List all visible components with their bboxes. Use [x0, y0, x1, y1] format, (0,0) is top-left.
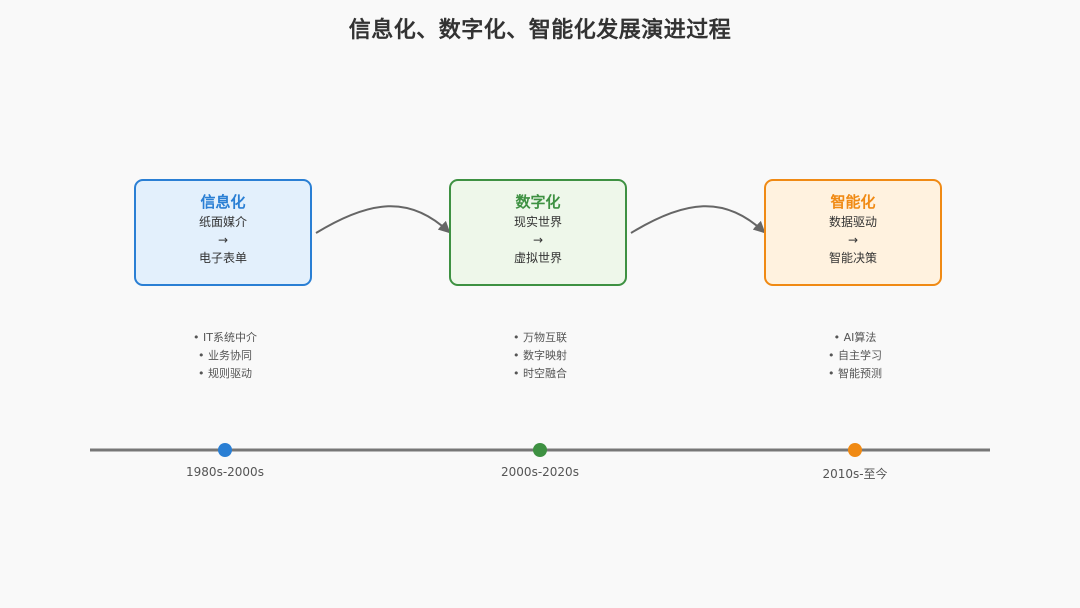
- stage-to: 智能决策: [828, 251, 877, 265]
- timeline-marker-1: [218, 443, 232, 457]
- feature-item: • 时空融合: [513, 367, 567, 380]
- stage-from: 纸面媒介: [198, 215, 247, 229]
- page-title: 信息化、数字化、智能化发展演进过程: [348, 18, 732, 43]
- timeline-period-2: 2000s-2020s: [501, 465, 579, 479]
- stage-from: 数据驱动: [828, 215, 877, 229]
- stage-title: 智能化: [830, 193, 876, 211]
- stage-to: 虚拟世界: [513, 251, 562, 265]
- connector-arrow-2: [630, 205, 766, 234]
- feature-list-intelligentization: • AI算法 • 自主学习 • 智能预测: [765, 329, 945, 383]
- timeline-period-1: 1980s-2000s: [186, 465, 264, 479]
- timeline-period-3: 2010s-至今: [822, 467, 888, 481]
- stage-arrow-glyph: →: [532, 233, 544, 247]
- feature-item: • 规则驱动: [198, 367, 252, 380]
- feature-item: • 自主学习: [828, 349, 882, 362]
- stage-title: 信息化: [200, 193, 246, 211]
- connector-arrow-1: [315, 205, 451, 234]
- feature-item: • 数字映射: [513, 349, 567, 362]
- stage-to: 电子表单: [198, 251, 247, 265]
- stage-arrow-glyph: →: [847, 233, 859, 247]
- feature-item: • AI算法: [833, 331, 877, 344]
- feature-list-informatization: • IT系统中介 • 业务协同 • 规则驱动: [135, 329, 315, 383]
- stage-box-intelligentization: 智能化 数据驱动 → 智能决策: [764, 179, 942, 286]
- stage-box-informatization: 信息化 纸面媒介 → 电子表单: [134, 179, 312, 286]
- stage-box-digitalization: 数字化 现实世界 → 虚拟世界: [449, 179, 627, 286]
- stage-arrow-glyph: →: [217, 233, 229, 247]
- feature-item: • IT系统中介: [193, 331, 257, 344]
- timeline-marker-2: [533, 443, 547, 457]
- stage-from: 现实世界: [513, 215, 562, 229]
- stage-title: 数字化: [515, 193, 561, 211]
- feature-item: • 智能预测: [828, 367, 882, 380]
- feature-item: • 万物互联: [513, 331, 567, 344]
- feature-list-digitalization: • 万物互联 • 数字映射 • 时空融合: [450, 329, 630, 383]
- feature-item: • 业务协同: [198, 349, 252, 362]
- timeline-marker-3: [848, 443, 862, 457]
